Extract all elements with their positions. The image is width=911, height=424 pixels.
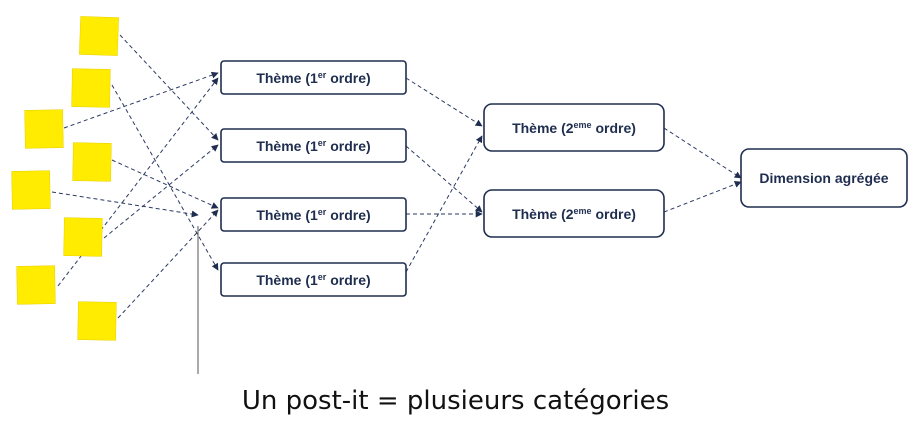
postit-note [63,217,103,257]
theme-2-box [220,128,407,163]
link-theme2-second2 [405,145,483,213]
second-theme-1: Thème (2eme ordre) [483,103,665,152]
second-theme-2-box [483,189,665,238]
link-postit3-theme1 [63,71,219,129]
theme-2: Thème (1er ordre) [220,128,407,163]
link-postit5-theme3 [51,191,199,218]
link-theme1-second1 [405,77,483,127]
second-theme-2-label: Thème (2eme ordre) [512,206,636,222]
theme-4-box [220,262,407,297]
link-second1-aggregate [663,127,742,179]
theme-3: Thème (1er ordre) [220,197,407,232]
link-postit6-theme2 [103,144,219,239]
second-theme-1-label: Thème (2eme ordre) [512,120,636,136]
postit-note [72,142,112,182]
link-postit4-theme3 [111,159,219,209]
second-theme-2: Thème (2eme ordre) [483,189,665,238]
aggregate-links [663,127,742,213]
theme-1-box [220,60,407,95]
caption: Un post-it = plusieurs catégories [241,386,670,416]
theme-1-label: Thème (1er ordre) [256,70,370,86]
postit-note [79,16,119,56]
theme-2-label: Thème (1er ordre) [256,138,370,154]
postit-group [11,16,119,341]
postit-note [71,68,111,108]
aggregate-dimension-box [740,148,908,208]
theme-links [405,77,483,273]
theme-3-label: Thème (1er ordre) [256,207,370,223]
link-second2-aggregate [663,181,742,213]
theme-4-label: Thème (1er ordre) [256,272,370,288]
link-postit2-theme4 [111,84,219,271]
aggregate-dimension-label: Dimension agrégée [759,170,888,186]
postit-note [24,109,64,149]
theme-4: Thème (1er ordre) [220,262,407,297]
theme-3-box [220,197,407,232]
link-postit1-theme2 [119,34,219,141]
link-theme4-second1 [405,135,483,273]
postit-note [16,265,56,305]
theme-1: Thème (1er ordre) [220,60,407,95]
postit-note [77,301,117,341]
aggregate-dimension: Dimension agrégée [740,148,908,208]
postit-note [11,170,51,210]
second-theme-1-box [483,103,665,152]
link-postit8-theme3 [117,209,219,319]
